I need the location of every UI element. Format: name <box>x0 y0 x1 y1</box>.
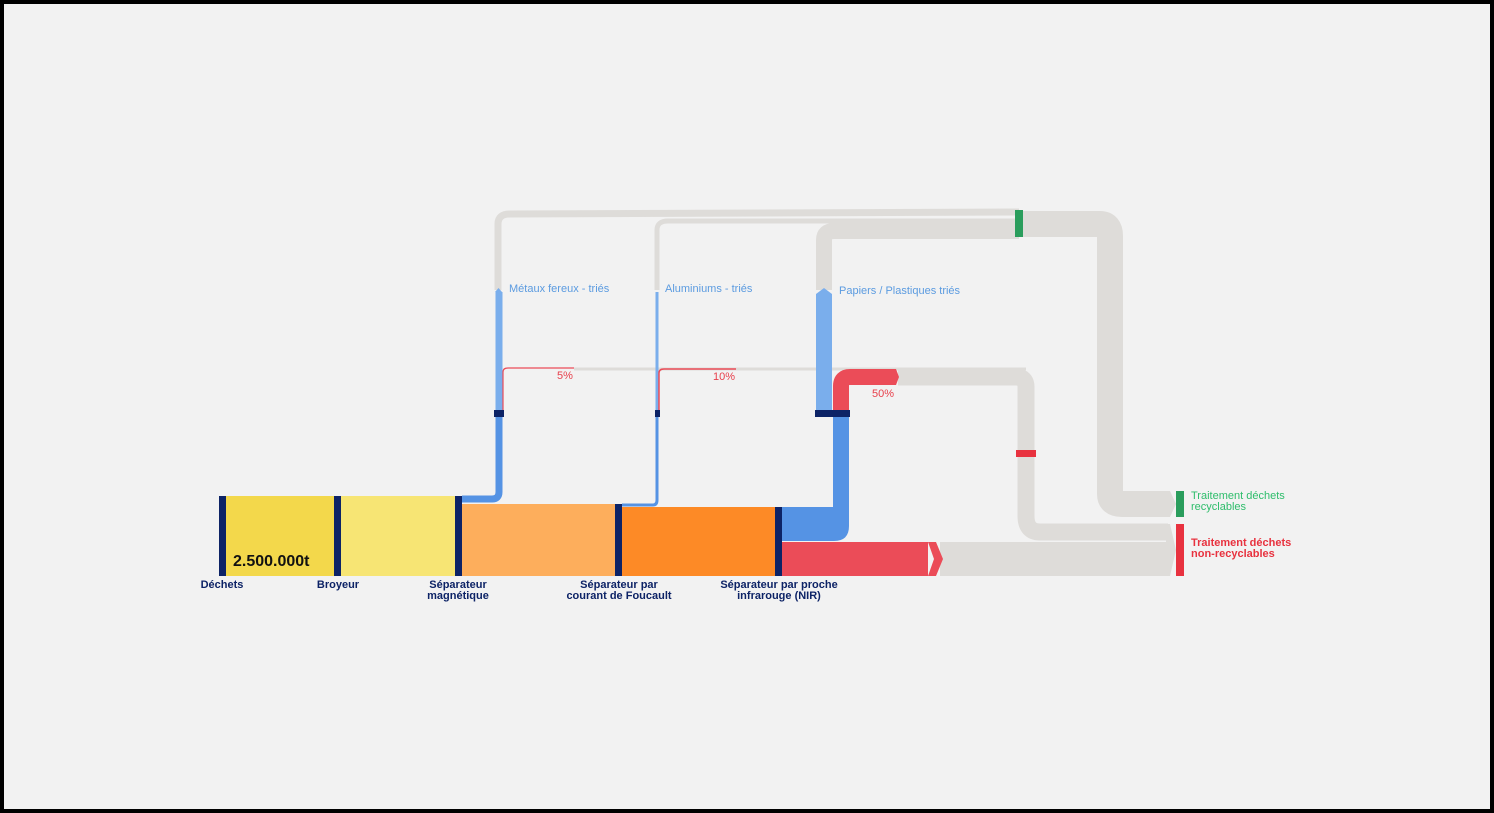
output-label-nonrecycle: Traitement déchets non-recyclables <box>1191 537 1292 560</box>
reject-pct-nir: 50% <box>872 388 895 400</box>
sankey-diagram <box>219 208 1184 576</box>
flow-reject-nir-up <box>833 369 893 410</box>
branch-label-alu: Aluminiums - triés <box>665 283 753 295</box>
reject-pct-alu: 10% <box>713 371 736 383</box>
node-magnetic <box>455 496 462 576</box>
node-dechets <box>219 496 226 576</box>
arrow-nir <box>816 288 832 294</box>
reject-pct-ferrous: 5% <box>557 370 573 382</box>
arrow-nir-reject <box>928 542 943 576</box>
flow-alu-to-recycle <box>654 218 1019 290</box>
node-nir <box>775 507 782 576</box>
output-label-recycle: Traitement déchets recyclables <box>1191 490 1285 513</box>
band-broyeur-magnetic <box>341 496 455 576</box>
stage-label-dechets: Déchets <box>200 579 244 591</box>
node-reject-merge <box>1016 450 1036 457</box>
band-magnetic-foucault <box>462 504 615 576</box>
node-alu-split <box>655 410 660 417</box>
band-foucault-nir <box>622 507 776 576</box>
node-nir-split <box>815 410 850 417</box>
nodes <box>219 210 1184 576</box>
stage-label-foucault: Séparateur par courant de Foucault <box>566 579 672 602</box>
flow-nir-upper <box>816 294 832 410</box>
red-flows <box>502 367 899 410</box>
flow-nir-lower-fill <box>782 507 834 541</box>
branch-label-paper: Papiers / Plastiques triés <box>839 285 961 297</box>
flow-recycle-main <box>1023 211 1168 517</box>
main-bands <box>226 496 943 576</box>
blue-flows <box>462 288 849 541</box>
band-dechets-broyeur <box>226 496 335 576</box>
node-output-recycle <box>1176 491 1184 517</box>
node-recycle-merge <box>1015 210 1023 237</box>
band-nir-reject <box>782 542 928 576</box>
node-broyeur <box>334 496 341 576</box>
flow-reject-ferrous <box>502 367 574 410</box>
flow-reject-alu <box>658 368 736 410</box>
total-tonnage: 2.500.000t <box>233 553 310 570</box>
node-output-nonrecycle <box>1176 524 1184 576</box>
node-ferrous-split <box>494 410 504 417</box>
stage-label-nir: Séparateur par proche infrarouge (NIR) <box>720 579 838 602</box>
flow-alu-upper <box>655 292 659 410</box>
branch-label-ferrous: Métaux fereux - triés <box>509 283 610 295</box>
stage-label-magnetic: Séparateur magnétique <box>427 579 489 602</box>
arrow-reject-nir <box>893 369 899 385</box>
arrow-ferrous <box>495 288 502 292</box>
flow-ferrous-lower <box>462 412 503 503</box>
flow-nonrecycle-main <box>940 542 1168 576</box>
flow-paper-to-recycle <box>816 223 1019 290</box>
flow-alu-lower <box>622 412 659 507</box>
stage-label-broyeur: Broyeur <box>316 579 360 591</box>
arrow-recycle <box>1166 491 1176 517</box>
arrow-nonrecycle <box>1166 524 1176 576</box>
node-foucault <box>615 504 622 576</box>
flow-ferrous-to-recycle <box>494 208 1020 290</box>
flow-ferrous-upper <box>495 292 503 410</box>
